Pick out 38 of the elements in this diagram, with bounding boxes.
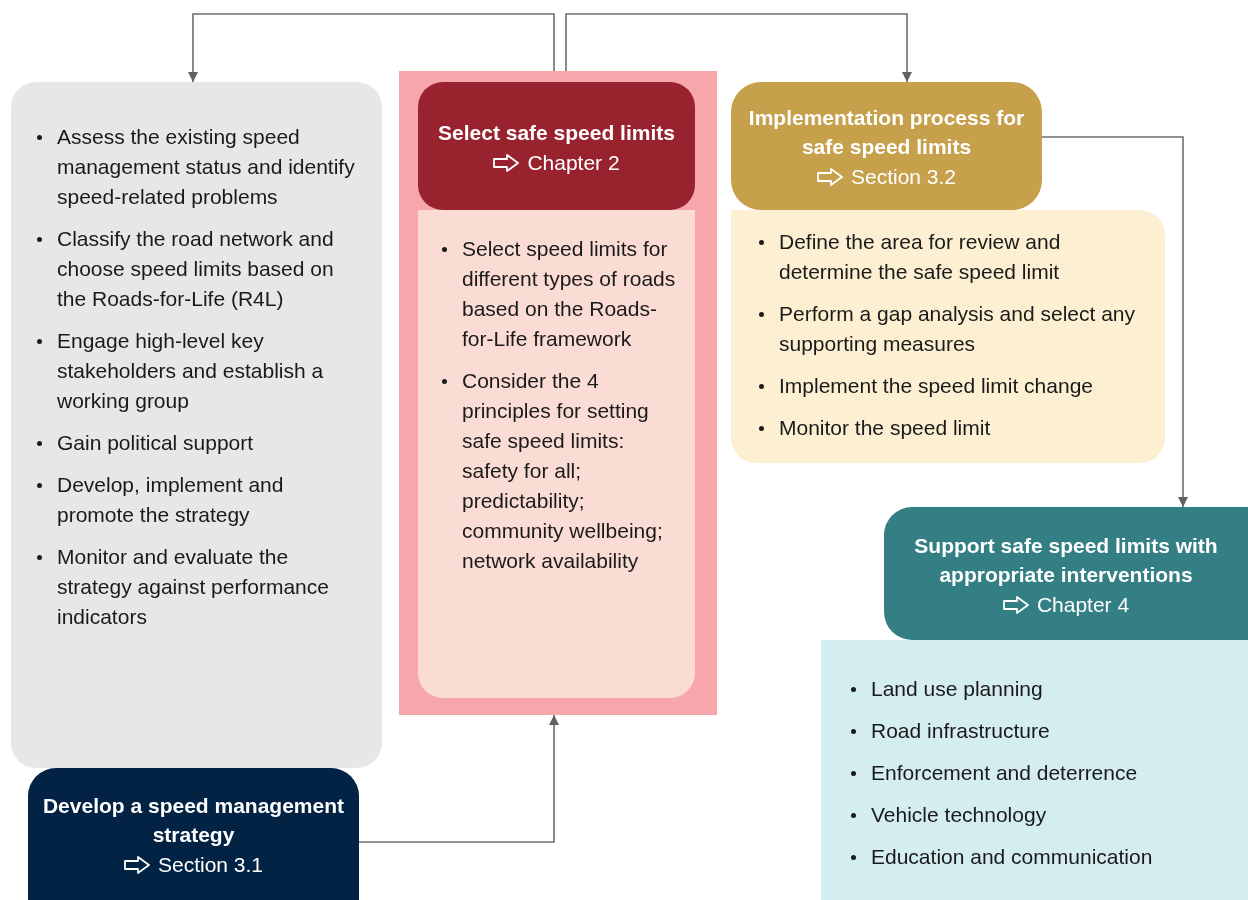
connector-arrow — [565, 13, 912, 83]
heading-text: Support safe speed limits with appropriate interventions — [913, 532, 1219, 588]
bullet-item: Perform a gap analysis and select any supporting measures — [779, 302, 1136, 355]
heading-box — [418, 82, 695, 210]
bullet-item: Develop, implement and promote the strategy — [57, 473, 284, 526]
connector-arrow — [1041, 136, 1188, 508]
heading-text: Select safe speed limits — [437, 119, 676, 146]
content-panel — [731, 210, 1165, 463]
bullet-item: Consider the 4 principles for setting safe speed limits: safety for all; predictability; community wellbeing; network availability — [462, 369, 663, 572]
bullet-item: Enforcement and deterrence — [871, 761, 1138, 784]
bullet-item: Classify the road network and choose speed limits based on the Roads-for-Life (R4L) — [57, 227, 334, 310]
reference-text: Chapter 4 — [1036, 592, 1130, 617]
heading-text: Develop a speed management strategy — [41, 793, 346, 848]
connector-arrow — [188, 13, 555, 83]
heading-box — [731, 82, 1042, 210]
heading-box — [28, 768, 359, 900]
content-panel — [821, 640, 1248, 900]
panel-background — [399, 71, 717, 715]
bullet-item: Monitor and evaluate the strategy against performance indicators — [57, 545, 329, 628]
bullet-item: Monitor the speed limit — [779, 416, 991, 439]
content-panel — [418, 210, 695, 698]
content-panel — [11, 82, 382, 768]
bullet-item: Assess the existing speed management status and identify speed-related problems — [57, 125, 355, 208]
reference-text: Chapter 2 — [527, 150, 620, 175]
bullet-item: Education and communication — [871, 845, 1153, 868]
bullet-item: Land use planning — [871, 677, 1043, 700]
heading-box — [884, 507, 1248, 640]
bullet-item: Gain political support — [57, 431, 254, 454]
bullet-item: Vehicle technology — [871, 803, 1047, 826]
bullet-item: Select speed limits for different types of roads based on the Roads-for-Life framework — [462, 237, 676, 350]
bullet-item: Road infrastructure — [871, 719, 1050, 742]
heading-text: Implementation process for safe speed limits — [747, 105, 1026, 160]
bullet-item: Implement the speed limit change — [779, 374, 1093, 397]
bullet-item: Engage high-level key stakeholders and establish a working group — [57, 329, 324, 412]
reference-text: Section 3.1 — [157, 853, 264, 877]
reference-text: Section 3.2 — [850, 165, 957, 189]
bullet-item: Define the area for review and determine the safe speed limit — [779, 230, 1061, 283]
connector-arrow — [358, 714, 559, 843]
